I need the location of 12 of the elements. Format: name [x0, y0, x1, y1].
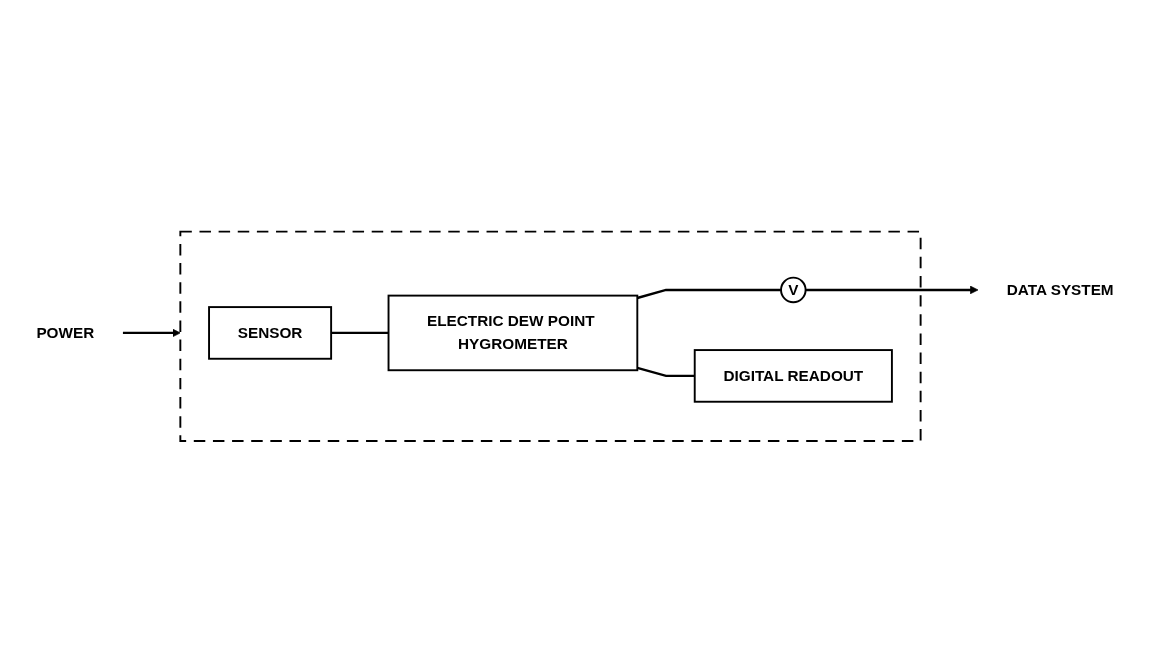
arrow	[122, 328, 181, 337]
node-box: ELECTRIC DEW POINT HYGROMETER	[387, 294, 639, 371]
connector	[637, 366, 695, 377]
connector	[331, 331, 389, 334]
node-box: DIGITAL READOUT	[693, 348, 893, 403]
node-text: POWER	[36, 324, 95, 341]
node-circle: V	[780, 276, 807, 303]
arrow	[805, 285, 979, 294]
connector	[637, 288, 782, 299]
node-text: DATA SYSTEM	[1006, 281, 1114, 298]
node-box: SENSOR	[208, 305, 333, 360]
cluster	[179, 230, 922, 442]
